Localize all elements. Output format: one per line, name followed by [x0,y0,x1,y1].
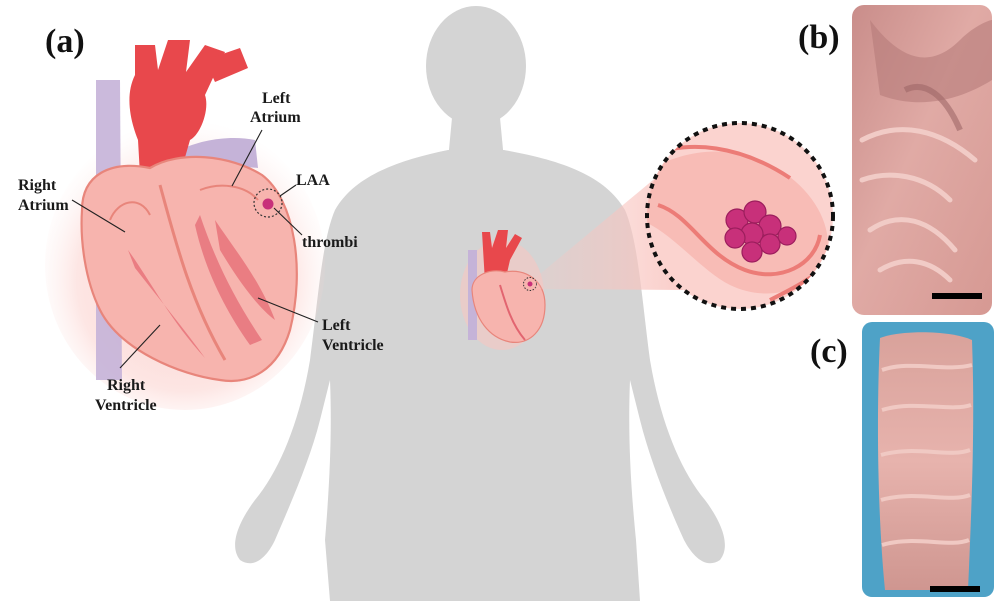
label-left-ventricle-1: Left [322,317,351,334]
photo-c [862,322,994,597]
label-thrombi: thrombi [302,234,358,251]
panel-label-a: (a) [45,23,85,60]
label-right-ventricle-1: Right [107,377,146,394]
label-laa: LAA [296,172,330,189]
label-left-atrium-2: Atrium [250,109,301,126]
scale-bar-c [930,586,980,592]
panel-label-c: (c) [810,333,848,370]
thrombus-small [263,199,274,210]
label-right-ventricle-2: Ventricle [95,397,157,414]
scale-bar-b [932,293,982,299]
photo-b [852,5,992,315]
label-right-atrium-2: Atrium [18,197,69,214]
label-left-atrium-1: Left [262,90,291,107]
label-left-ventricle-2: Ventricle [322,337,384,354]
label-right-atrium-1: Right [18,177,57,194]
panel-label-b: (b) [798,19,840,56]
